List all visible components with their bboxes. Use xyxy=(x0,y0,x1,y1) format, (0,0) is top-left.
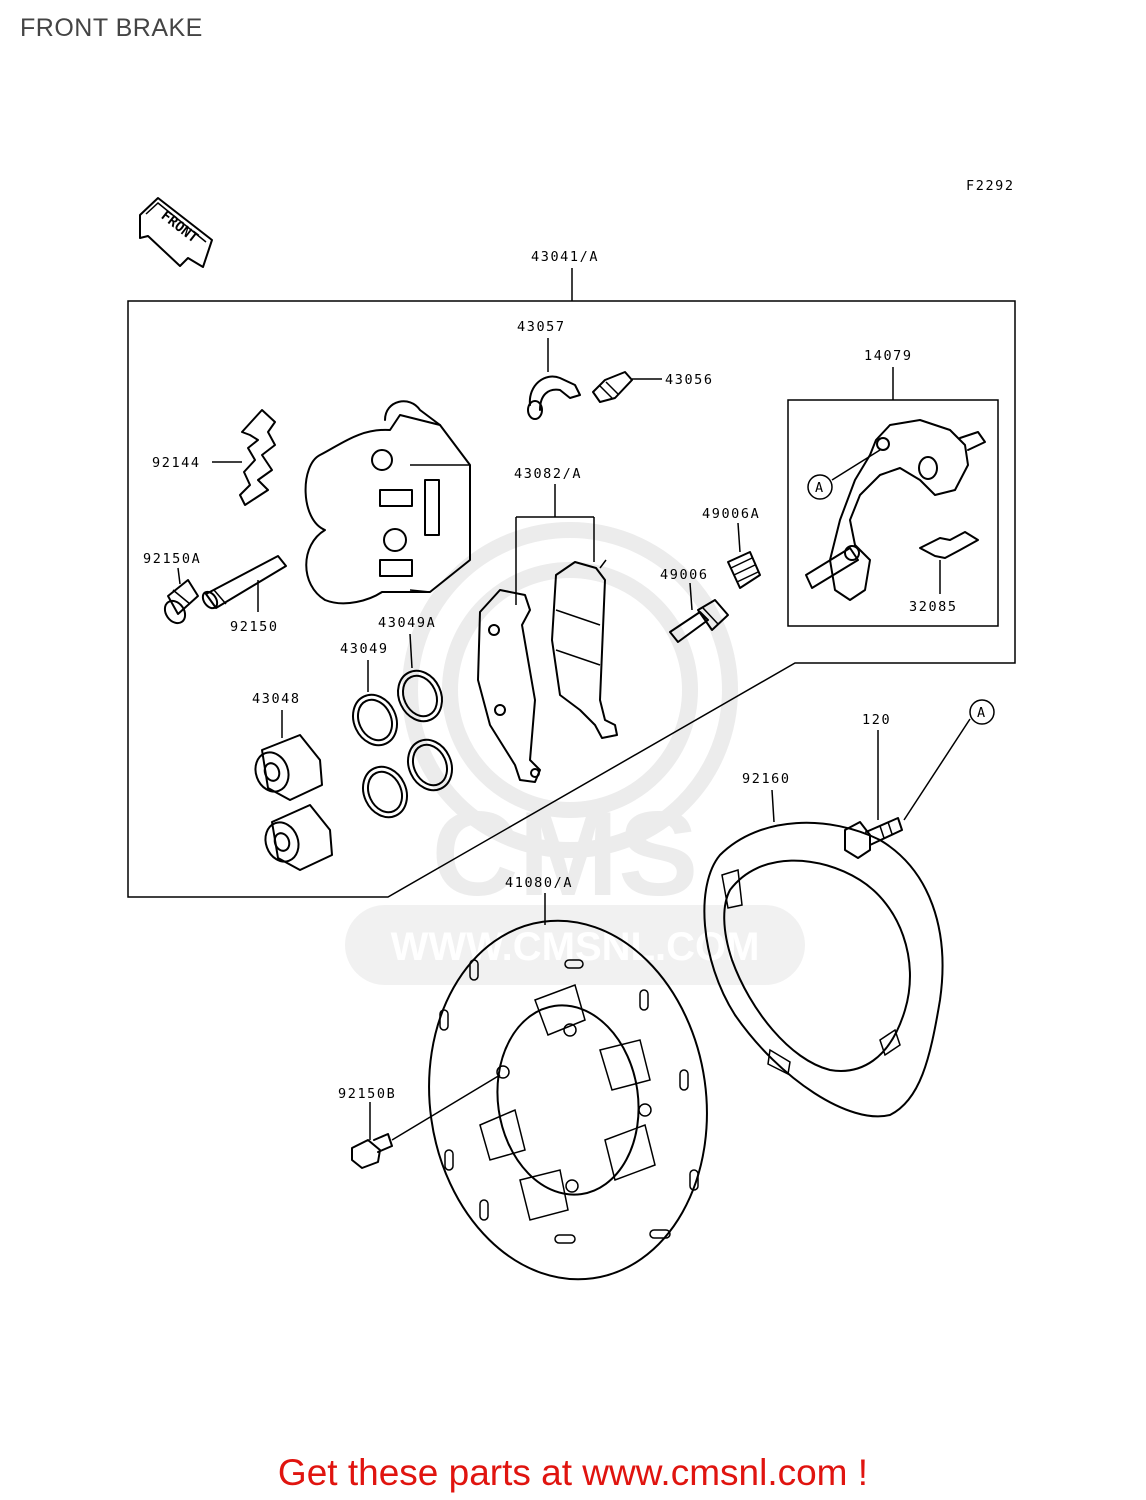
disc-bolt-92150b xyxy=(351,1133,393,1169)
ref-a-bolt: A xyxy=(977,705,987,721)
piston-seals xyxy=(352,669,453,819)
callout-disc-bolt: 92150B xyxy=(338,1086,396,1102)
callout-bleeder: 43056 xyxy=(665,372,714,388)
callout-clip: 32085 xyxy=(909,599,958,615)
plug-92150a xyxy=(163,579,199,625)
drawing-code: F2292 xyxy=(966,178,1015,194)
caliper-body xyxy=(304,400,471,605)
boot-49006a xyxy=(727,551,761,589)
ref-a-holder: A xyxy=(815,480,825,496)
caliper-assembly-outline xyxy=(127,300,1016,898)
callout-piston: 43048 xyxy=(252,691,301,707)
page-title: FRONT BRAKE xyxy=(20,14,203,42)
callout-seal-a: 43049A xyxy=(378,615,436,631)
callout-cover: 92160 xyxy=(742,771,791,787)
callout-seal: 43049 xyxy=(340,641,389,657)
holder-subassembly-outline xyxy=(787,399,999,627)
caliper-holder-14079 xyxy=(805,419,986,601)
boot-49006 xyxy=(669,599,729,643)
brake-pad-front xyxy=(551,559,618,739)
watermark-url: WWW.CMSNL.COM xyxy=(391,925,760,969)
callout-bolt: 120 xyxy=(862,712,891,728)
callout-plug: 92150A xyxy=(143,551,201,567)
callout-holder: 14079 xyxy=(864,348,913,364)
callout-disc: 41080/A xyxy=(505,875,573,891)
fitting-43057 xyxy=(527,375,581,420)
pistons-43048 xyxy=(254,734,333,871)
brake-disc-41080a xyxy=(428,919,708,1281)
disc-cover-92160 xyxy=(703,821,944,1118)
pin-92150 xyxy=(201,555,287,610)
callout-assembly: 43041/A xyxy=(531,249,599,265)
pad-spring-92144 xyxy=(239,409,276,506)
bleeder-valve-43056 xyxy=(592,371,633,403)
watermark-logo: CMS xyxy=(432,787,699,921)
watermark: CMS WWW.CMSNL.COM xyxy=(345,522,805,985)
callout-boot-a: 49006A xyxy=(702,506,760,522)
callout-spring: 92144 xyxy=(152,455,201,471)
callout-boot: 49006 xyxy=(660,567,709,583)
callout-pad: 43082/A xyxy=(514,466,582,482)
brake-pad-rear xyxy=(477,589,541,783)
front-direction-arrow: FRONT xyxy=(139,197,213,268)
bolt-120 xyxy=(844,817,903,859)
callout-fitting: 43057 xyxy=(517,319,566,335)
callout-pin: 92150 xyxy=(230,619,279,635)
pad-clip-32085 xyxy=(919,531,979,559)
footer-link[interactable]: Get these parts at www.cmsnl.com ! xyxy=(277,1452,869,1493)
